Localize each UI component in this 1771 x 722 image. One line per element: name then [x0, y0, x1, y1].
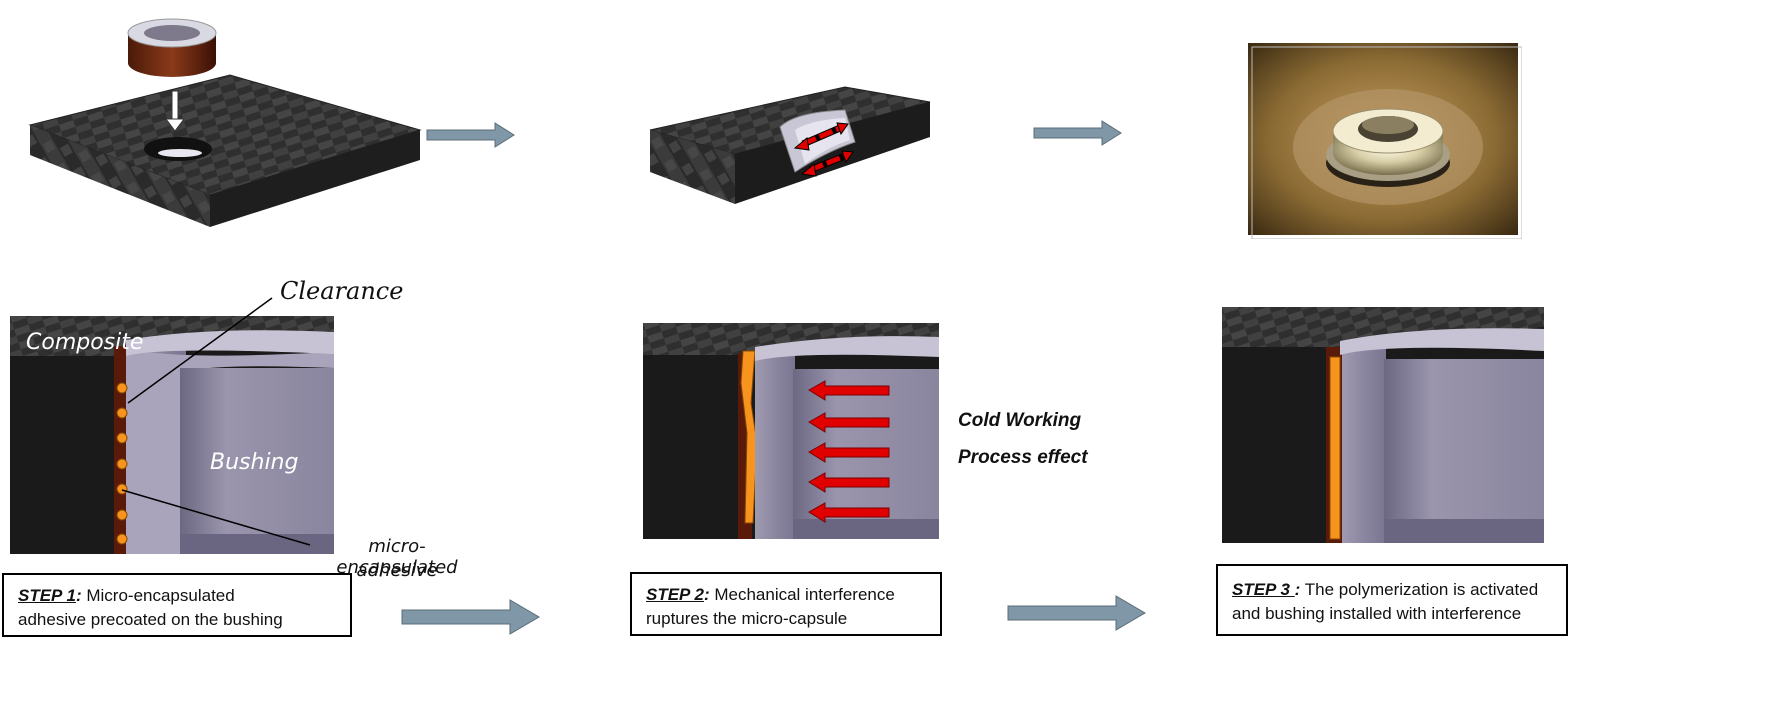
step1-box: STEP 1: Micro-encapsulated adhesive prec…	[2, 573, 352, 637]
flow-arrow-icon	[400, 597, 542, 637]
adhesive-capsule	[117, 484, 127, 494]
flow-arrow-icon	[1032, 118, 1124, 148]
adhesive-capsule	[117, 408, 127, 418]
step2-label: STEP 2	[646, 585, 704, 604]
step2-text-line2: ruptures the micro-capsule	[646, 609, 847, 628]
flow-arrow-icon	[425, 120, 517, 150]
adhesive-capsule	[117, 433, 127, 443]
step3-cross-section	[1222, 307, 1544, 543]
step3-box: STEP 3 : The polymerization is activated…	[1216, 564, 1568, 636]
adhesive-capsule	[117, 459, 127, 469]
exploded-assembly-illustration	[20, 5, 440, 245]
adhesive-capsule	[117, 383, 127, 393]
cutaway-plate-illustration	[645, 82, 935, 212]
step2-box: STEP 2: Mechanical interference ruptures…	[630, 572, 942, 636]
process-effect-label: Process effect	[958, 447, 1088, 469]
adhesive-capsule	[117, 510, 127, 520]
bushing-label: Bushing	[210, 450, 298, 475]
step2-cross-section	[643, 323, 939, 539]
installed-bushing-photo	[1248, 43, 1522, 239]
step1-label: STEP 1	[18, 586, 76, 605]
step3-text-line1: The polymerization is activated	[1300, 580, 1538, 599]
step3-text-line2: and bushing installed with interference	[1232, 604, 1521, 623]
cold-working-label: Cold Working	[958, 410, 1081, 432]
adhesive-capsule	[117, 534, 127, 544]
step3-label: STEP 3	[1232, 580, 1295, 599]
clearance-label: Clearance	[280, 277, 403, 305]
step1-text-line1: Micro-encapsulated	[82, 586, 235, 605]
step1-text-line2: adhesive precoated on the bushing	[18, 610, 283, 629]
flow-arrow-icon	[1006, 593, 1148, 633]
composite-label: Composite	[26, 330, 143, 355]
step2-text-line1: Mechanical interference	[710, 585, 895, 604]
